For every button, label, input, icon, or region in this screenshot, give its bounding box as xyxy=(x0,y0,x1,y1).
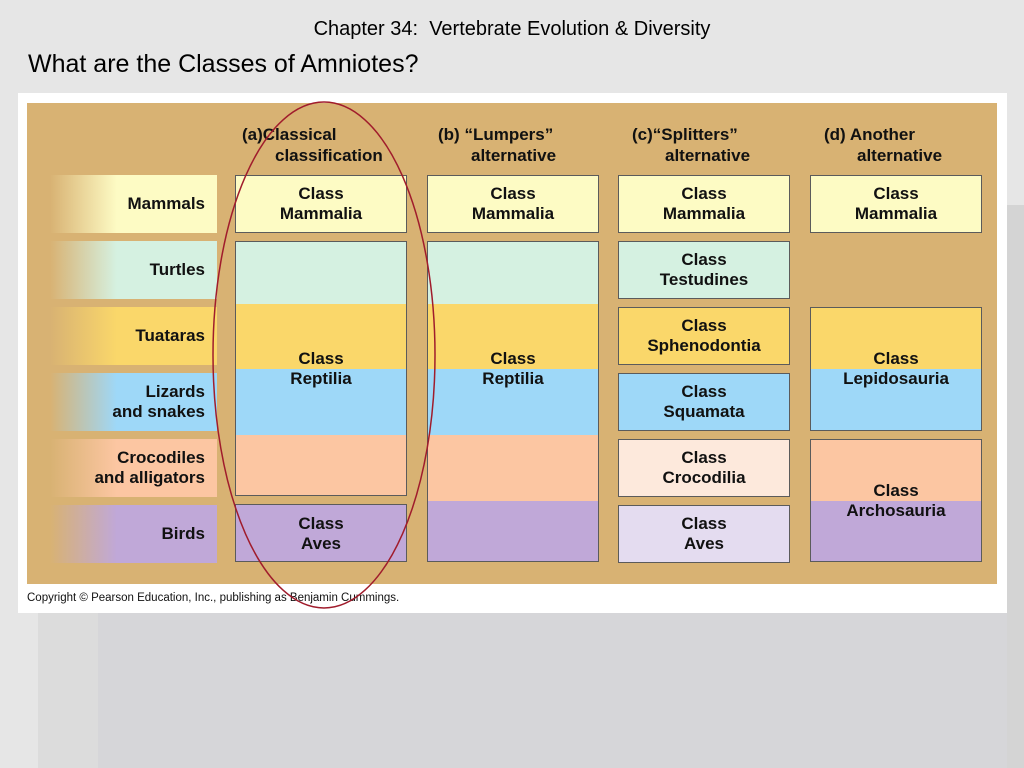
row-label-tuataras: Tuataras xyxy=(50,307,217,365)
column-heading-c: (c)“Splitters” alternative xyxy=(632,125,751,165)
class-box-c-aves: Class Aves xyxy=(618,505,790,563)
class-label-a-reptilia: Class Reptilia xyxy=(290,349,352,388)
background-panel-right xyxy=(1007,205,1024,768)
slide-question: What are the Classes of Amniotes? xyxy=(28,50,419,78)
class-label-c-testudines: Class Testudines xyxy=(659,250,749,289)
chapter-title: Chapter 34: Vertebrate Evolution & Diver… xyxy=(313,18,711,40)
class-label-a-aves: Class Aves xyxy=(298,514,344,553)
column-heading-a: (a)Classical classification xyxy=(242,125,383,165)
highlight-ellipse-outline xyxy=(212,101,436,609)
class-label-b-mammalia: Class Mammalia xyxy=(471,184,555,223)
class-box-b-mammalia: Class Mammalia xyxy=(427,175,599,233)
class-box-c-sphenodontia: Class Sphenodontia xyxy=(618,307,790,365)
class-box-c-squamata: Class Squamata xyxy=(618,373,790,431)
class-box-b-reptilia: Class Reptilia xyxy=(427,241,599,562)
class-box-c-mammalia: Class Mammalia xyxy=(618,175,790,233)
copyright-notice: Copyright © Pearson Education, Inc., pub… xyxy=(27,592,400,604)
row-label-turtles: Turtles xyxy=(50,241,217,299)
class-label-d-lepidosauria: Class Lepidosauria xyxy=(843,349,949,388)
background-stripe-light xyxy=(38,613,98,768)
class-box-a-mammalia: Class Mammalia xyxy=(235,175,407,233)
class-label-d-mammalia: Class Mammalia xyxy=(854,184,938,223)
class-box-d-mammalia: Class Mammalia xyxy=(810,175,982,233)
class-box-c-crocodilia: Class Crocodilia xyxy=(618,439,790,497)
class-box-a-reptilia: Class Reptilia xyxy=(235,241,407,496)
class-label-c-mammalia: Class Mammalia xyxy=(662,184,746,223)
row-label-crocodiles-alligators: Crocodiles and alligators xyxy=(50,439,217,497)
row-label-birds: Birds xyxy=(50,505,217,563)
class-label-c-aves: Class Aves xyxy=(681,514,727,553)
row-label-lizards-snakes: Lizards and snakes xyxy=(50,373,217,431)
row-label-mammals: Mammals xyxy=(50,175,217,233)
column-heading-d: (d) Another alternative xyxy=(824,125,943,165)
class-box-a-aves: Class Aves xyxy=(235,504,407,562)
column-heading-b: (b) “Lumpers” alternative xyxy=(438,125,557,165)
class-box-d-archosauria: Class Archosauria xyxy=(810,439,982,562)
class-label-a-mammalia: Class Mammalia xyxy=(279,184,363,223)
class-box-d-lepidosauria: Class Lepidosauria xyxy=(810,307,982,431)
class-label-b-reptilia: Class Reptilia xyxy=(482,349,544,388)
class-label-c-squamata: Class Squamata xyxy=(663,382,745,421)
class-box-c-testudines: Class Testudines xyxy=(618,241,790,299)
class-label-c-sphenodontia: Class Sphenodontia xyxy=(647,316,761,355)
class-label-d-archosauria: Class Archosauria xyxy=(846,481,946,520)
class-label-c-crocodilia: Class Crocodilia xyxy=(662,448,746,487)
background-block-grey xyxy=(98,613,1007,768)
